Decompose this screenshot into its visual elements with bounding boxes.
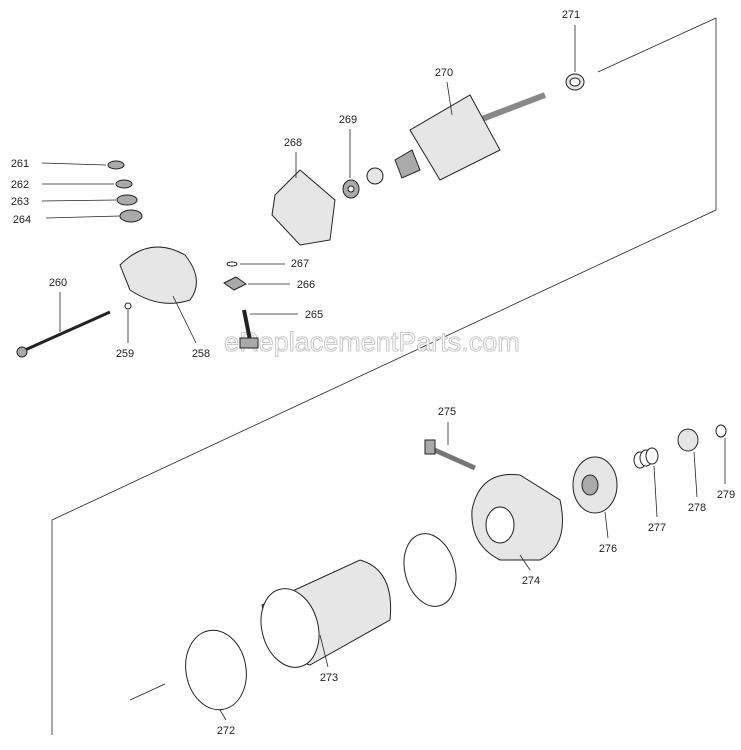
label-277: 277 — [648, 522, 666, 534]
part-268-brush-holder[interactable] — [271, 169, 336, 246]
part-271-washer[interactable] — [565, 73, 585, 91]
part-265-terminal[interactable] — [239, 309, 259, 349]
part-279-clip[interactable] — [715, 424, 727, 438]
label-274: 274 — [522, 575, 540, 587]
label-260: 260 — [49, 277, 67, 289]
label-263: 263 — [11, 196, 29, 208]
label-264: 264 — [13, 214, 31, 226]
part-277-spring[interactable] — [633, 447, 659, 469]
label-268: 268 — [284, 137, 302, 149]
label-276: 276 — [599, 543, 617, 555]
watermark: eReplacementParts.com — [224, 327, 520, 357]
part-259-ball[interactable] — [124, 302, 132, 310]
label-270: 270 — [435, 67, 453, 79]
part-labels: 271 270 269 268 261 262 263 264 267 266 … — [11, 9, 735, 737]
part-262[interactable] — [115, 179, 133, 189]
part-263[interactable] — [116, 194, 138, 206]
label-271: 271 — [562, 9, 580, 21]
label-265: 265 — [305, 309, 323, 321]
part-oring[interactable] — [396, 528, 463, 612]
label-267: 267 — [291, 258, 309, 270]
label-275: 275 — [438, 406, 456, 418]
label-279: 279 — [717, 489, 735, 501]
leader-lines — [41, 25, 726, 721]
part-276-pinion[interactable] — [572, 456, 618, 514]
part-272-oring[interactable] — [180, 625, 253, 714]
label-273: 273 — [320, 672, 338, 684]
part-269-washers[interactable] — [342, 167, 384, 199]
label-269: 269 — [339, 114, 357, 126]
label-262: 262 — [11, 179, 29, 191]
part-260-through-bolt[interactable] — [16, 310, 111, 358]
frame-lines — [51, 17, 717, 735]
part-264[interactable] — [119, 209, 143, 223]
part-273-yoke[interactable] — [253, 559, 392, 674]
part-258-end-cover[interactable] — [119, 246, 197, 304]
part-267[interactable] — [226, 261, 238, 267]
label-278: 278 — [688, 502, 706, 514]
part-275-bolt[interactable] — [424, 439, 477, 471]
part-261[interactable] — [107, 160, 125, 170]
part-278-collar[interactable] — [677, 428, 699, 452]
part-274-housing[interactable] — [471, 473, 563, 561]
label-266: 266 — [297, 279, 315, 291]
label-272: 272 — [217, 725, 235, 737]
label-258: 258 — [192, 348, 210, 360]
label-259: 259 — [116, 348, 134, 360]
part-270-armature[interactable] — [394, 92, 547, 181]
label-261: 261 — [11, 158, 29, 170]
part-266[interactable] — [223, 276, 247, 291]
